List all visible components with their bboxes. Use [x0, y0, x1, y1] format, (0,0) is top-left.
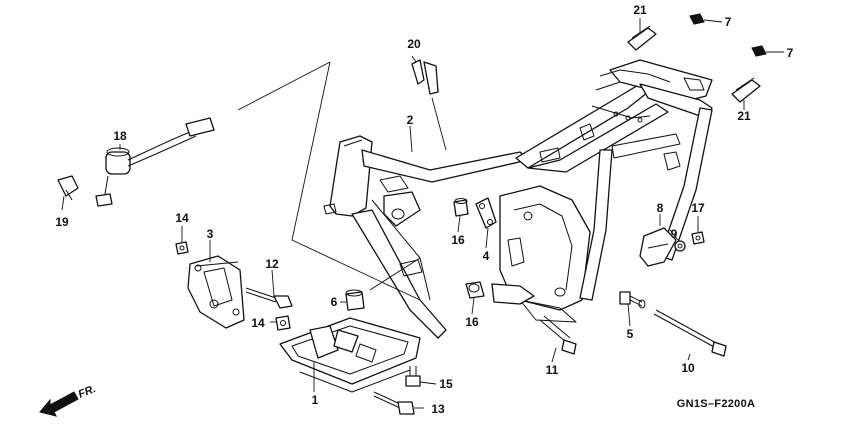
bracket-8: [639, 227, 677, 267]
pin-5: [619, 291, 646, 309]
bracket-link-4: [475, 197, 497, 229]
pad-21-lower: [731, 77, 761, 103]
bush-16-lower: [465, 281, 485, 299]
label-part-9: 9: [671, 227, 678, 241]
bolt-10: [653, 309, 727, 357]
label-part-2: 2: [407, 113, 414, 127]
label-part-16-lower: 16: [465, 315, 479, 329]
label-part-10: 10: [681, 361, 695, 375]
nut-14-lower: [275, 315, 291, 331]
leader-lines: [61, 18, 784, 409]
label-part-14-upper: 14: [175, 211, 189, 225]
front-direction-indicator: FR.: [39, 383, 98, 417]
bush-16-upper: [453, 198, 469, 217]
label-part-11: 11: [546, 363, 559, 377]
diagram-code: GN1S–F2200A: [677, 398, 756, 410]
bolt-12: [245, 287, 293, 309]
label-part-13: 13: [431, 402, 445, 416]
view-guide-lines: [237, 61, 421, 301]
label-part-3: 3: [207, 227, 214, 241]
front-direction-label: FR.: [77, 383, 98, 401]
label-part-12: 12: [265, 257, 279, 271]
bolt-15: [405, 366, 421, 387]
nut-7-upper: [689, 13, 705, 25]
nut-7-lower: [751, 45, 767, 57]
key-19: [57, 175, 79, 201]
label-part-14-lower: 14: [251, 316, 265, 330]
label-part-20: 20: [407, 37, 421, 51]
label-part-15: 15: [439, 377, 453, 391]
skid-plate: [279, 317, 421, 393]
label-part-7-lower: 7: [787, 46, 794, 60]
pad-21-upper: [627, 25, 657, 51]
label-part-21-lower: 21: [737, 109, 751, 123]
bolt-13: [373, 391, 415, 415]
label-part-8: 8: [657, 201, 664, 215]
label-part-16-upper: 16: [451, 233, 465, 247]
engine-hanger-plate: [187, 255, 245, 329]
part-number-labels: 1 2 3 4 5 6 7 7 8 9 10 11 12 13 14 14 15…: [55, 3, 793, 416]
grommet-9: [674, 240, 686, 252]
bolt-11: [539, 315, 577, 355]
clamp-20: [411, 59, 439, 95]
label-part-1: 1: [312, 393, 319, 407]
main-frame: [323, 59, 713, 339]
bolt-17: [691, 231, 705, 245]
label-part-17: 17: [691, 201, 705, 215]
collar-6: [345, 289, 365, 311]
label-part-21-upper: 21: [633, 3, 647, 17]
label-part-19: 19: [55, 215, 69, 229]
label-part-4: 4: [483, 249, 490, 263]
label-part-7-upper: 7: [725, 15, 732, 29]
front-direction-arrow-icon: [39, 391, 79, 417]
label-part-18: 18: [113, 129, 127, 143]
label-part-5: 5: [627, 327, 634, 341]
label-part-6: 6: [331, 295, 338, 309]
nut-14-upper: [175, 241, 189, 255]
ignition-switch-18: [95, 117, 215, 207]
